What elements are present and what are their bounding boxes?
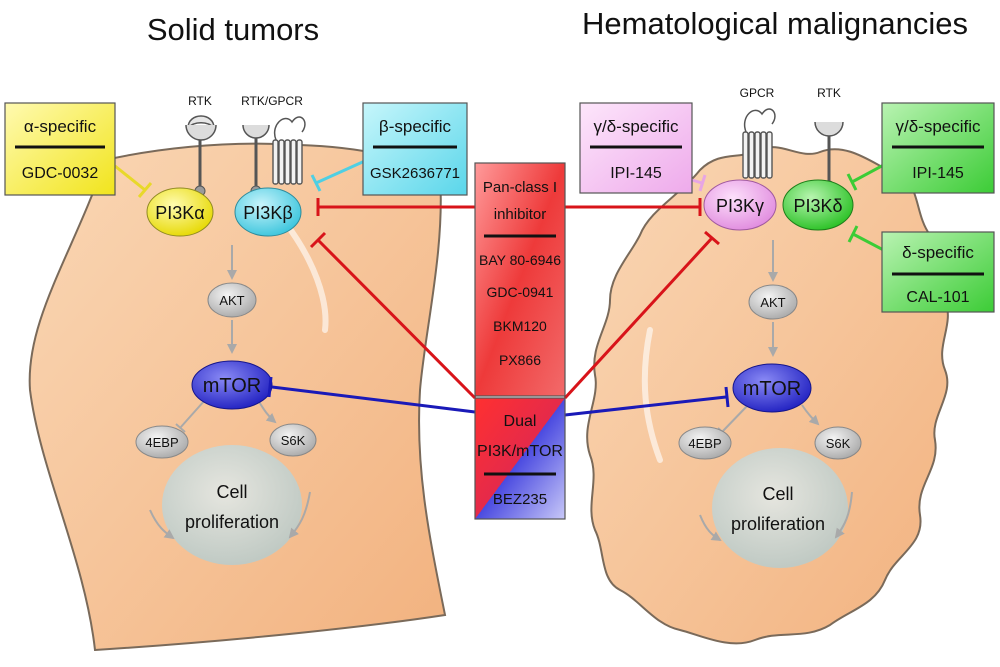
pi3k-gamma-node xyxy=(703,179,777,231)
receptor-label-rtk-right: RTK xyxy=(817,86,841,100)
title-hematological-malignancies: Hematological malignancies xyxy=(582,6,968,41)
s6k-label-left: S6K xyxy=(281,433,306,448)
akt-label-right: AKT xyxy=(760,295,785,310)
pi3k-beta-node xyxy=(234,187,302,237)
receptor-label-gpcr: GPCR xyxy=(740,86,775,100)
mtor-4ebp-inhibit-right xyxy=(721,404,749,433)
delta-specific-drug: CAL-101 xyxy=(906,289,969,306)
alpha-inhibition-line xyxy=(114,164,153,198)
pan-class-header-line1: Pan-class I xyxy=(483,179,557,196)
pan-drug-3: BKM120 xyxy=(493,318,547,334)
cell-proliferation-label-left-1: Cell xyxy=(216,482,247,502)
pi3k-delta-node xyxy=(782,179,854,231)
pi3k-gamma-label: PI3Kγ xyxy=(716,196,764,216)
pi3k-alpha-label: PI3Kα xyxy=(155,203,204,223)
delta-specific-box: δ-specific CAL-101 xyxy=(881,231,995,313)
pan-drug-1: BAY 80-6946 xyxy=(479,252,561,268)
cell-proliferation-label-right-2: proliferation xyxy=(731,514,825,534)
delta-specific-header: δ-specific xyxy=(902,243,974,262)
mtor-node-left xyxy=(191,360,273,410)
pan-drug-4: PX866 xyxy=(499,352,541,368)
pan-inhibition-lines xyxy=(309,198,720,400)
pi3k-beta-label: PI3Kβ xyxy=(243,203,292,223)
pan-class-inhibitor-box: Pan-class I inhibitor BAY 80-6946 GDC-09… xyxy=(474,162,566,397)
pan-drug-2: GDC-0941 xyxy=(487,284,554,300)
rtk-receptor-icon xyxy=(185,115,217,197)
dual-drug: BEZ235 xyxy=(493,491,547,508)
dual-header-line2: PI3K/mTOR xyxy=(477,443,563,460)
gamma-delta-specific-box-left: γ/δ-specific IPI-145 xyxy=(579,102,693,194)
alpha-specific-box: α-specific GDC-0032 xyxy=(4,102,116,196)
cell-proliferation-label-right-1: Cell xyxy=(762,484,793,504)
beta-specific-box: β-specific GSK2636771 xyxy=(362,102,468,196)
cell-proliferation-label-left-2: proliferation xyxy=(185,512,279,532)
alpha-specific-drug: GDC-0032 xyxy=(22,165,99,182)
4ebp-label-right: 4EBP xyxy=(688,436,721,451)
akt-node-left xyxy=(207,282,257,318)
title-solid-tumors: Solid tumors xyxy=(147,12,319,47)
hematological-cell-highlight xyxy=(641,327,663,463)
dual-inhibition-lines xyxy=(267,376,730,417)
gamma-delta-specific-header-right: γ/δ-specific xyxy=(895,117,981,136)
beta-specific-drug: GSK2636771 xyxy=(370,165,460,182)
gamma-delta-specific-box-right: γ/δ-specific IPI-145 xyxy=(881,102,995,194)
4ebp-node-left xyxy=(135,425,189,459)
pathway-arrows-right xyxy=(699,240,853,542)
gamma-delta-specific-drug-left: IPI-145 xyxy=(610,165,662,182)
mtor-4ebp-inhibit-left xyxy=(179,399,206,429)
gpcr-receptor-icon xyxy=(742,108,776,179)
akt-node-right xyxy=(748,284,798,320)
gamma-delta-specific-header-left: γ/δ-specific xyxy=(593,117,679,136)
receptor-label-rtk-left: RTK xyxy=(188,94,212,108)
hematological-nucleus xyxy=(712,448,848,568)
s6k-label-right: S6K xyxy=(826,436,851,451)
dual-header-line1: Dual xyxy=(504,413,537,430)
pi3k-delta-label: PI3Kδ xyxy=(793,196,842,216)
4ebp-node-right xyxy=(678,426,732,460)
solid-tumor-nucleus xyxy=(162,445,302,565)
beta-specific-header: β-specific xyxy=(379,117,452,136)
rtk-gpcr-receptor-icon xyxy=(242,116,306,197)
mtor-node-right xyxy=(732,363,812,413)
gamma-delta-specific-drug-right: IPI-145 xyxy=(912,165,964,182)
receptor-label-rtk-gpcr: RTK/GPCR xyxy=(241,94,303,108)
s6k-node-right xyxy=(814,426,862,460)
alpha-specific-header: α-specific xyxy=(24,117,97,136)
pi3k-alpha-node xyxy=(146,187,214,237)
4ebp-label-left: 4EBP xyxy=(145,435,178,450)
akt-label-left: AKT xyxy=(219,293,244,308)
mtor-label-right: mTOR xyxy=(743,378,802,400)
dual-pi3k-mtor-box: Dual PI3K/mTOR BEZ235 xyxy=(474,397,566,520)
pan-class-header-line2: inhibitor xyxy=(494,206,547,223)
s6k-node-left xyxy=(269,423,317,457)
mtor-label-left: mTOR xyxy=(203,375,262,397)
beta-inhibition-line xyxy=(310,158,368,192)
